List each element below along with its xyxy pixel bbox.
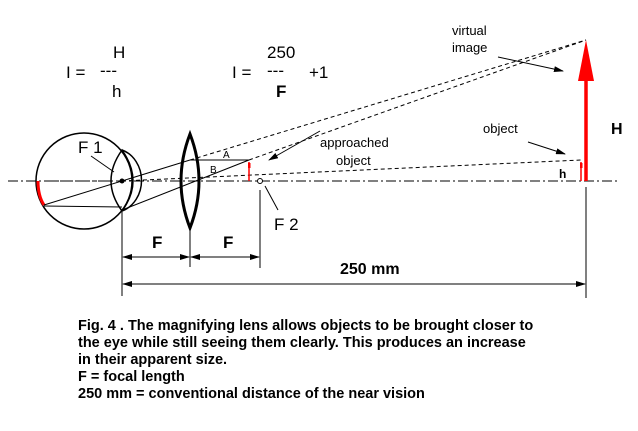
svg-text:object: object [336,153,371,168]
svg-text:F: F [223,233,233,252]
focal-point-f2 [257,178,263,184]
formula-focal: I = 250 --- F +1 [232,43,328,101]
svg-text:I =: I = [232,63,251,82]
svg-text:F: F [276,82,286,101]
svg-text:F 1: F 1 [78,138,103,157]
svg-text:250 mm: 250 mm [340,261,400,278]
svg-text:F 2: F 2 [274,215,299,234]
svg-text:H: H [113,43,125,62]
retina-image [36,180,46,206]
svg-text:---: --- [100,61,117,80]
svg-text:h: h [112,82,121,101]
svg-text:h: h [559,167,566,181]
formula-magnification: I = H --- h [66,43,125,101]
svg-text:A: A [223,150,230,161]
svg-text:image: image [452,40,487,55]
svg-text:+1: +1 [309,63,328,82]
svg-text:approached: approached [320,135,389,150]
virtual-image-arrow [578,40,594,181]
dimension-lines [121,187,587,298]
svg-text:---: --- [267,61,284,80]
svg-text:I =: I = [66,63,85,82]
svg-text:H: H [611,121,623,138]
svg-text:object: object [483,121,518,136]
figure-caption: Fig. 4 . The magnifying lens allows obje… [78,318,534,402]
svg-text:B: B [210,165,217,176]
svg-text:250: 250 [267,43,295,62]
svg-text:virtual: virtual [452,23,487,38]
svg-text:F: F [152,233,162,252]
